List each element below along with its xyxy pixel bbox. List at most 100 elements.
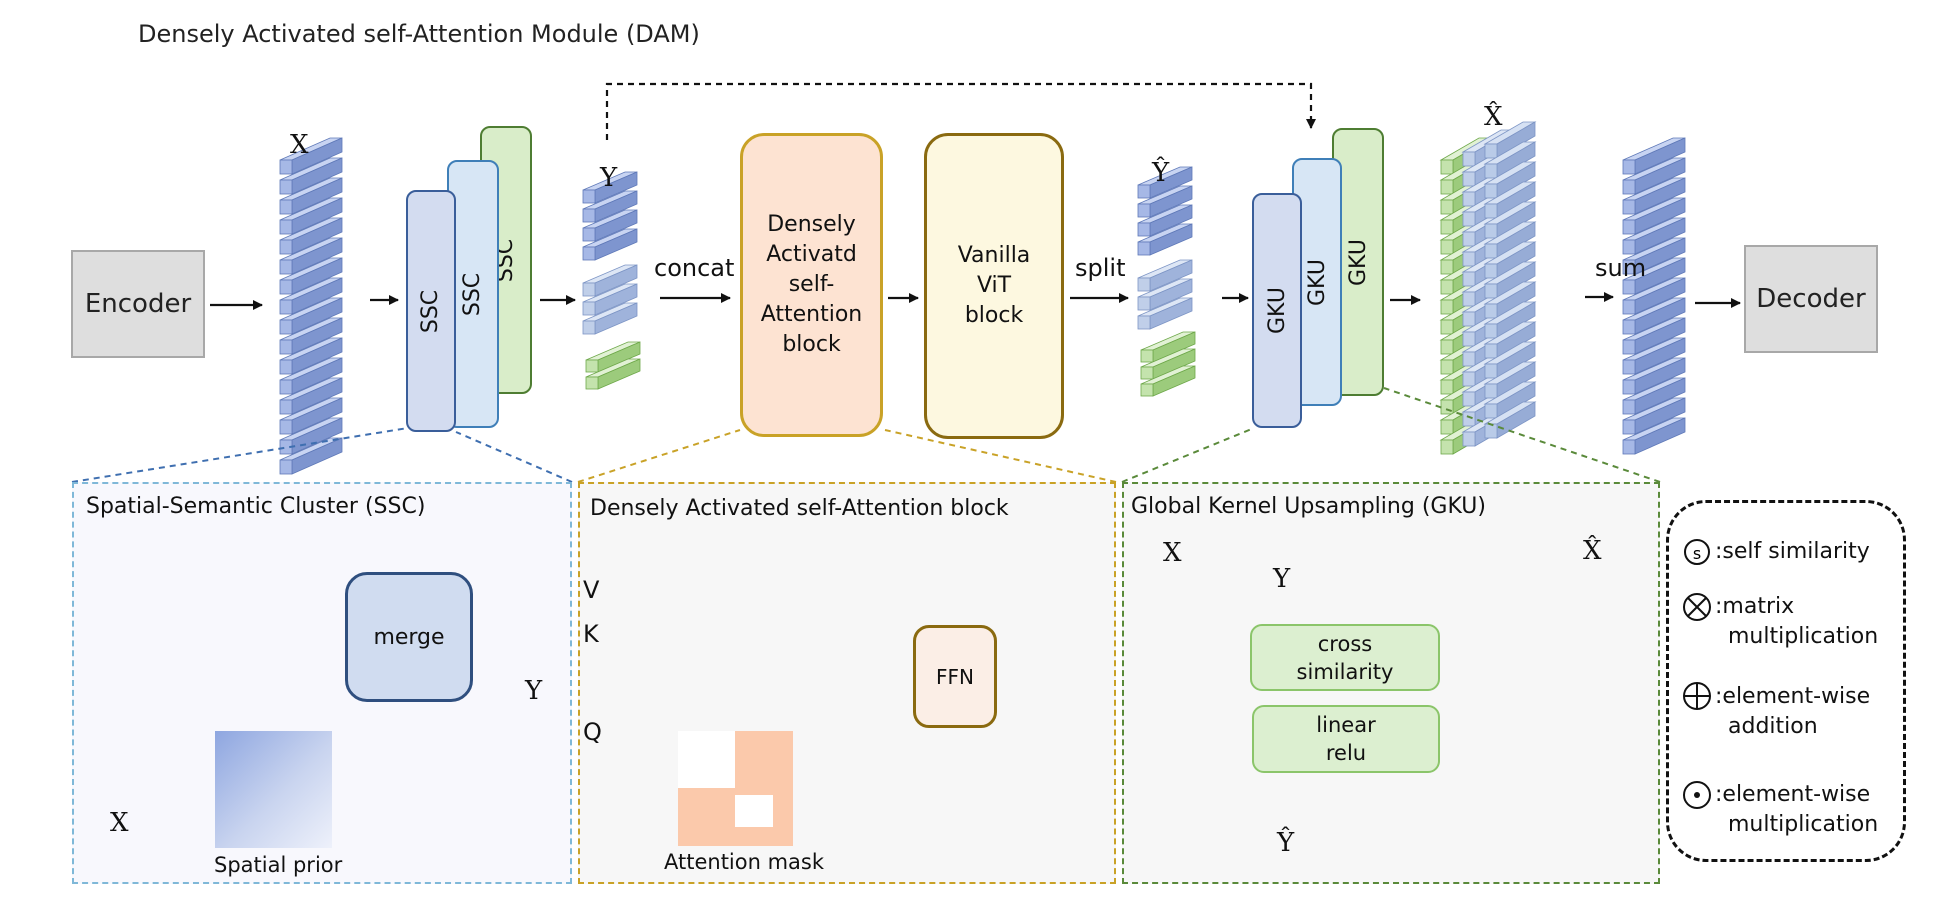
x-top-stack-3-face [279, 219, 293, 235]
xhat-top-stack-green-8-face [1440, 319, 1454, 335]
xhat-top-stack-front-13-face [1484, 403, 1498, 419]
xhat-top-stack-green-14-face [1440, 439, 1454, 455]
xhat-top-stack-front-0-face [1484, 143, 1498, 159]
yhat-top-stack-a-3-face [1137, 241, 1151, 256]
gku-zoom-line-left [1121, 427, 1255, 483]
x-top-stack-2-face [279, 199, 293, 215]
xhat-top-stack-front-9-face [1484, 323, 1498, 339]
decoder-input-stack-12-face [1622, 399, 1636, 415]
gku-xhat-label: X̂ [1583, 536, 1602, 566]
xhat-top-stack-front-5-face [1484, 243, 1498, 259]
x-top-stack-12-face [279, 399, 293, 415]
legend-mul-line2: multiplication [1728, 812, 1879, 837]
linear-line1: linear [1316, 713, 1376, 737]
xhat-top-stack-mid-3-face [1462, 211, 1476, 227]
ssc-box-front: SSC [406, 190, 456, 432]
xhat-top-stack-front-10-face [1484, 343, 1498, 359]
attention-mask-image [678, 731, 793, 846]
y-top-stack-a-2-face [582, 227, 596, 242]
diagram-title: Densely Activated self-Attention Module … [138, 20, 700, 48]
dab-line1: Densely [767, 212, 856, 237]
xhat-top-stack-green-1-face [1440, 179, 1454, 195]
xhat-top-stack-mid-13-face [1462, 411, 1476, 427]
densely-activated-block: Densely Activatd self- Attention block [740, 133, 883, 437]
xhat-top-stack-front-8-face [1484, 303, 1498, 319]
y-top-stack-b-2-face [582, 320, 596, 335]
yhat-top-stack-c-2-face [1140, 383, 1154, 397]
x-top-stack-4-face [279, 239, 293, 255]
v-label: V [583, 576, 600, 604]
linear-line2: relu [1325, 741, 1367, 765]
x-top-stack-8-face [279, 319, 293, 335]
legend-self-similarity: :self similarity [1715, 539, 1870, 564]
xhat-top-stack-front-1-face [1484, 163, 1498, 179]
xhat-top-stack-green-4-face [1440, 239, 1454, 255]
vit-block: Vanilla ViT block [924, 133, 1064, 439]
legend-add-line1: :element-wise [1715, 684, 1871, 709]
ffn-box: FFN [913, 625, 997, 728]
decoder-input-stack-4-face [1622, 239, 1636, 255]
gku-yhat-label: Ŷ [1277, 828, 1295, 858]
legend-box [1666, 500, 1906, 862]
ffn-label: FFN [936, 664, 974, 689]
decoder-input-stack-6-face [1622, 279, 1636, 295]
y-top-stack-a-1-face [582, 208, 596, 223]
x-top-stack-0-face [279, 159, 293, 175]
xhat-top-stack-green-2-face [1440, 199, 1454, 215]
yhat-top-stack-c-1-face [1140, 366, 1154, 380]
x-top-stack-15-face [279, 459, 293, 475]
yhat-top-stack-b-0-face [1137, 277, 1151, 292]
xhat-top-stack-mid-10-face [1462, 351, 1476, 367]
yhat-label-top: Ŷ [1152, 158, 1170, 188]
legend-self-similarity-icon [1684, 539, 1710, 565]
decoder-input-stack-8-face [1622, 319, 1636, 335]
ssc-label-front: SSC [418, 289, 444, 333]
xhat-top-stack-mid-8-face [1462, 311, 1476, 327]
y-top-stack-b-0-face [582, 282, 596, 297]
x-top-stack-9-face [279, 339, 293, 355]
y-top-stack-a-0-face [582, 189, 596, 204]
decoder-input-stack-0-face [1622, 159, 1636, 175]
dab-line4: Attention [760, 302, 863, 327]
yhat-top-stack-a-2-face [1137, 222, 1151, 237]
xhat-top-stack-green-0-face [1440, 159, 1454, 175]
decoder-input-stack-9-face [1622, 339, 1636, 355]
decoder-input-stack-7-face [1622, 299, 1636, 315]
xhat-top-stack-front-11-face [1484, 363, 1498, 379]
cross-line2: similarity [1296, 659, 1394, 684]
decoder-input-stack-10-face [1622, 359, 1636, 375]
xhat-top-stack-green-9-face [1440, 339, 1454, 355]
yhat-top-stack-a-1-face [1137, 203, 1151, 218]
x-top-stack-7-face [279, 299, 293, 315]
y-label-top: Y [600, 163, 618, 193]
dab-line5: block [782, 332, 841, 357]
y-top-stack-c-1-face [585, 376, 599, 390]
x-top-stack-1-face [279, 179, 293, 195]
vit-line1: Vanilla [957, 243, 1031, 268]
split-label: split [1075, 254, 1126, 282]
legend-matrix-line2: multiplication [1728, 624, 1879, 649]
concat-label: concat [654, 254, 735, 282]
yhat-top-stack-a-0-face [1137, 184, 1151, 199]
xhat-top-stack-mid-2-face [1462, 191, 1476, 207]
merge-label: merge [373, 624, 445, 650]
yhat-top-stack-b-2-face [1137, 315, 1151, 330]
xhat-top-stack-front-3-face [1484, 203, 1498, 219]
xhat-top-stack-front-4-face [1484, 223, 1498, 239]
decoder-input-stack-2-face [1622, 199, 1636, 215]
xhat-top-stack-front-7-face [1484, 283, 1498, 299]
xhat-top-stack-front-12-face [1484, 383, 1498, 399]
ssc-y-label: Y [525, 676, 543, 706]
xhat-top-stack-green-3-face [1440, 219, 1454, 235]
ssc-panel-title: Spatial-Semantic Cluster (SSC) [86, 494, 426, 519]
gku-box-front: GKU [1252, 193, 1302, 428]
decoder-input-stack-13-face [1622, 419, 1636, 435]
legend-elementwise-mul-dot [1694, 792, 1700, 798]
dab-panel-title: Densely Activated self-Attention block [590, 496, 1009, 521]
xhat-label-top: X̂ [1484, 102, 1503, 132]
xhat-top-stack-mid-1-face [1462, 171, 1476, 187]
yhat-top-stack-c-0-face [1140, 349, 1154, 363]
legend-matrix-line1: :matrix [1715, 594, 1795, 619]
decoder-label: Decoder [1756, 284, 1866, 314]
x-top-stack-13-face [279, 419, 293, 435]
